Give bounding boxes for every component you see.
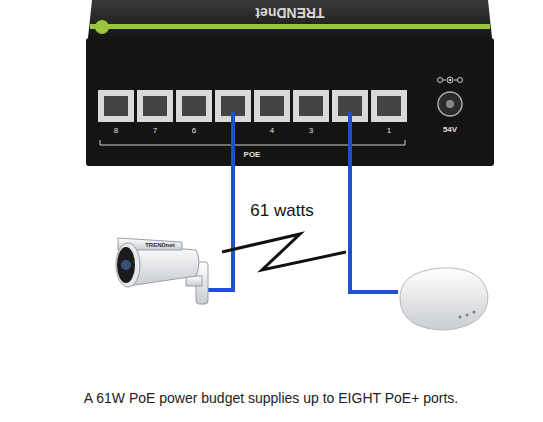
switch-front [86, 38, 494, 166]
access-point [400, 268, 488, 330]
port-number: 7 [153, 127, 157, 136]
power-jack-pin [446, 100, 454, 108]
power-jack [438, 92, 462, 116]
camera-brand: TRENDnet [145, 242, 175, 249]
port-number: 1 [387, 127, 391, 136]
logo-dot [95, 20, 109, 34]
power-zigzag [222, 234, 346, 270]
port-number: 4 [270, 127, 274, 136]
port-number: 3 [309, 127, 313, 136]
port-number: 8 [114, 127, 118, 136]
green-stripe [90, 24, 490, 29]
poe-label: POE [244, 151, 261, 160]
port-number: 6 [192, 127, 196, 136]
poe-cable [350, 112, 398, 292]
power-budget-label: 61 watts [250, 202, 313, 221]
bullet-camera [116, 238, 208, 304]
polarity-symbol [438, 77, 463, 83]
ethernet-ports [98, 90, 407, 122]
caption: A 61W PoE power budget supplies up to EI… [84, 391, 458, 406]
poe-bracket [100, 140, 405, 145]
switch-top [88, 0, 492, 38]
voltage-label: 54V [443, 126, 457, 135]
brand-logo: TRENDnet [255, 4, 324, 19]
poe-cable [205, 112, 233, 290]
